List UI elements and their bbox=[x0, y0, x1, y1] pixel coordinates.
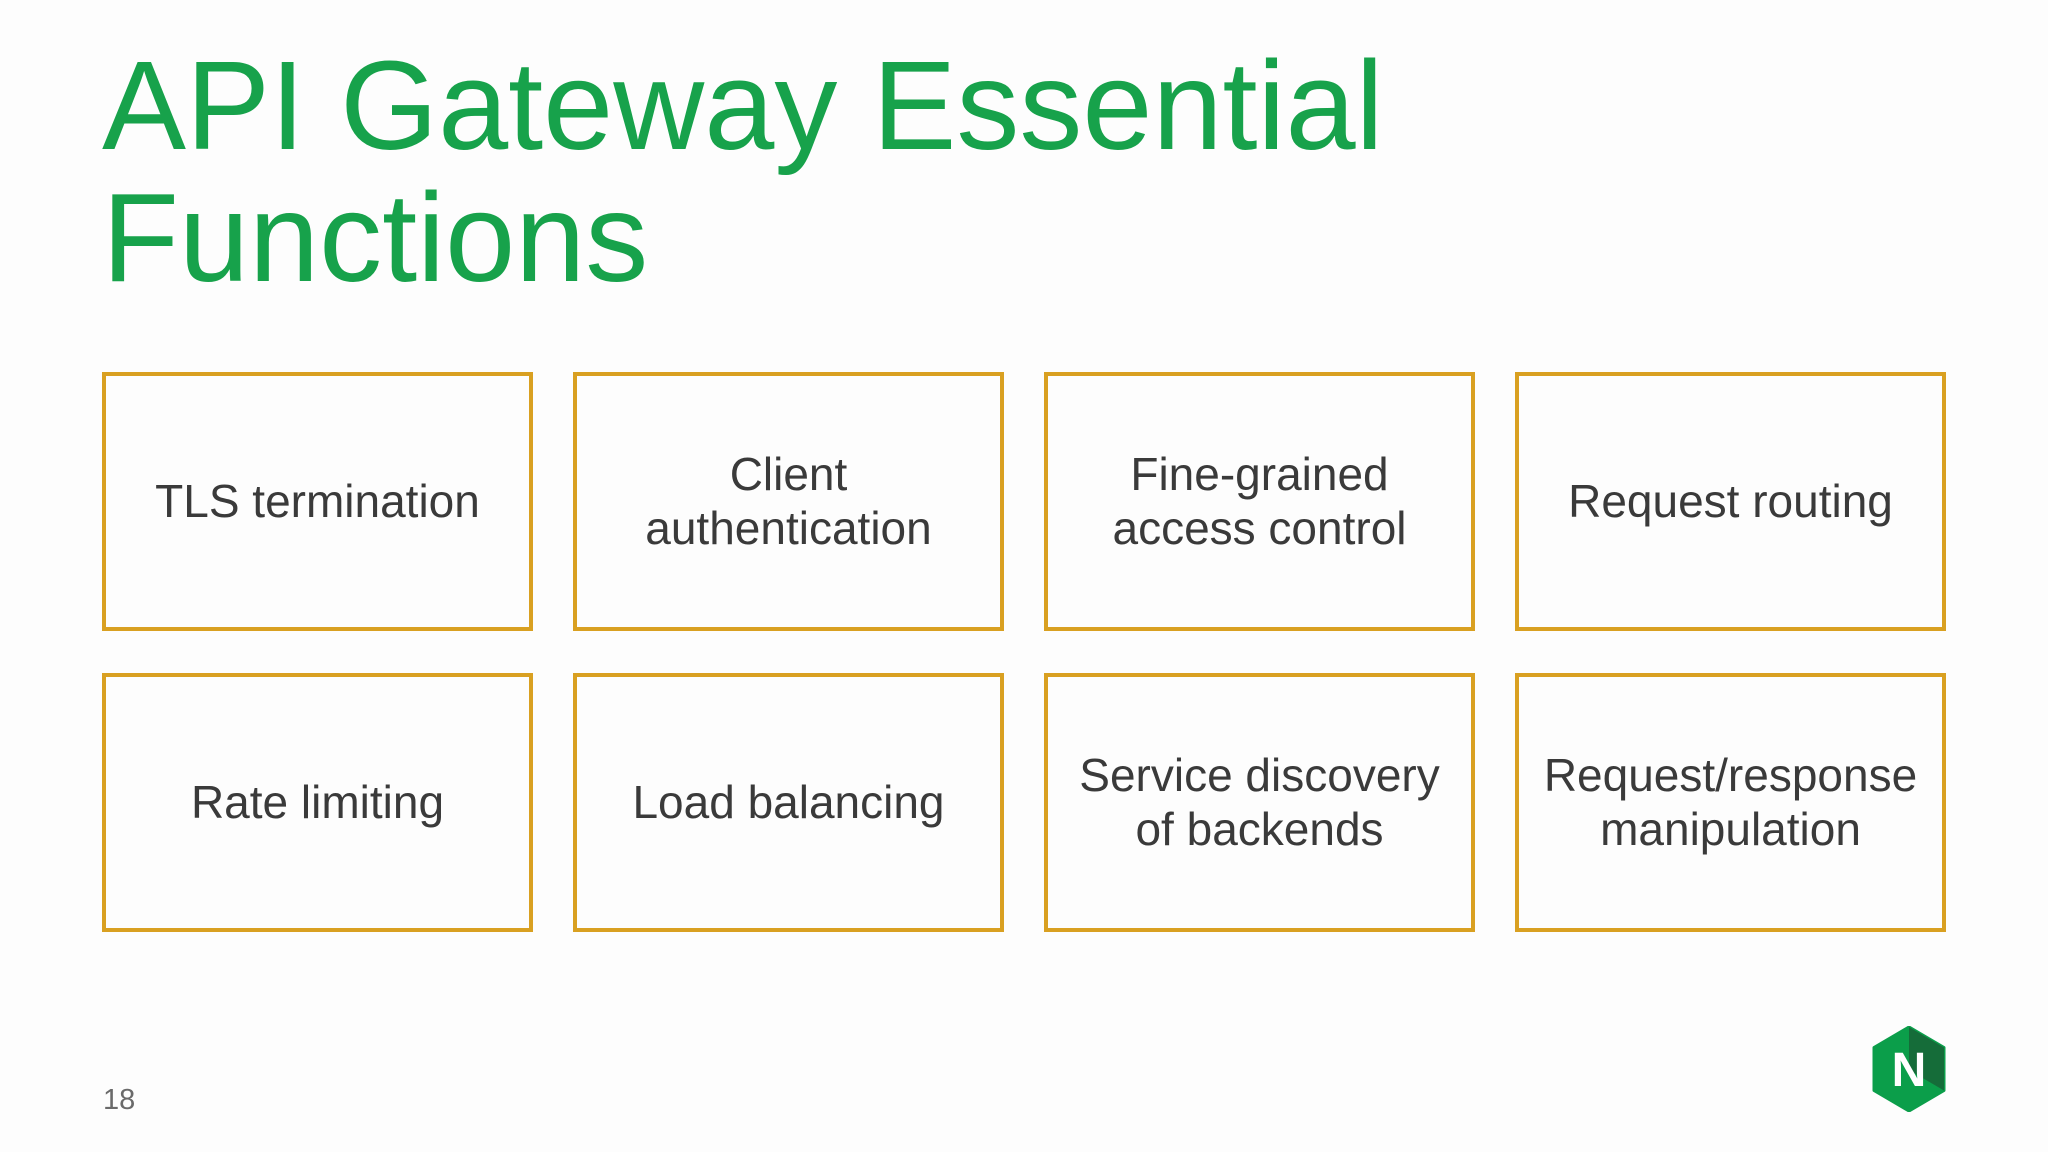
function-box-label: Fine-grained access control bbox=[1112, 448, 1407, 554]
nginx-hexagon-shade bbox=[1909, 1027, 1944, 1091]
nginx-logo-icon: N bbox=[1872, 1026, 1946, 1112]
function-box-client-authentication: Client authentication bbox=[573, 372, 1004, 631]
function-box-label: Load balancing bbox=[632, 775, 945, 828]
function-box-label: Service discovery of backends bbox=[1079, 749, 1440, 855]
function-box-request-response-manipulation: Request/response manipulation bbox=[1515, 673, 1946, 932]
function-box-fine-grained-access-control: Fine-grained access control bbox=[1044, 372, 1475, 631]
function-box-request-routing: Request routing bbox=[1515, 372, 1946, 631]
function-box-label: TLS termination bbox=[155, 474, 480, 527]
function-box-label: Client authentication bbox=[645, 448, 932, 554]
function-box-load-balancing: Load balancing bbox=[573, 673, 1004, 932]
function-box-label: Request routing bbox=[1568, 474, 1893, 527]
function-box-tls-termination: TLS termination bbox=[102, 372, 533, 631]
function-box-rate-limiting: Rate limiting bbox=[102, 673, 533, 932]
slide-title: API Gateway Essential Functions bbox=[102, 35, 1384, 309]
page-number: 18 bbox=[103, 1084, 136, 1116]
function-box-label: Request/response manipulation bbox=[1543, 749, 1918, 855]
nginx-letter: N bbox=[1892, 1044, 1927, 1097]
functions-grid: TLS termination Client authentication Fi… bbox=[102, 372, 1946, 932]
function-box-service-discovery: Service discovery of backends bbox=[1044, 673, 1475, 932]
function-box-label: Rate limiting bbox=[190, 775, 445, 828]
